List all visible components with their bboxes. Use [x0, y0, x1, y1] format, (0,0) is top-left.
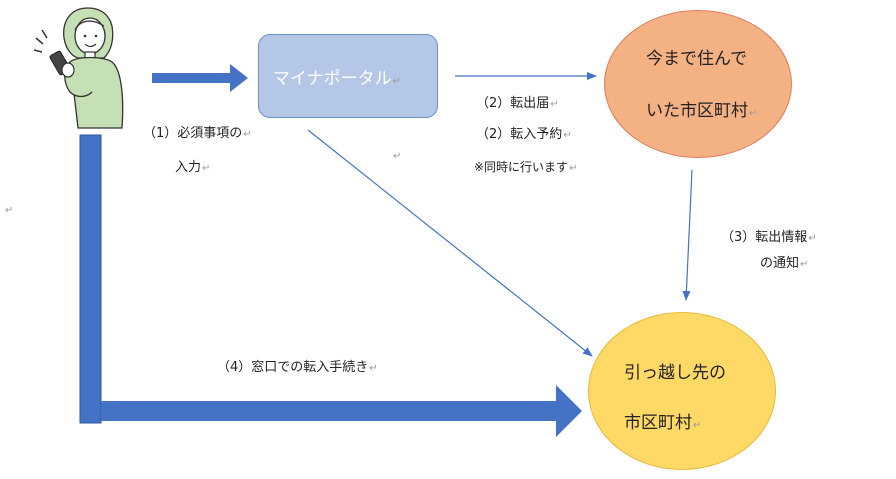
step3-text-1: （3）転出情報: [721, 230, 808, 245]
new-city-node: [588, 312, 776, 470]
return-mark: ↵: [800, 259, 809, 270]
new-city-text-1: 引っ越し先の: [624, 363, 726, 383]
arrow-prev-to-new-city: [682, 169, 693, 301]
return-mark: ↵: [369, 363, 378, 374]
arrow-portal-to-new-city: [307, 129, 593, 357]
return-mark: ↵: [243, 129, 252, 140]
return-mark: ↵: [749, 108, 758, 119]
return-mark: ↵: [202, 163, 211, 174]
step1-text-1: （1）必須事項の: [143, 126, 243, 141]
previous-city-text-1: 今まで住んで: [646, 49, 748, 69]
step2b-label: （2）転入予約↵: [476, 127, 572, 144]
previous-city-text-2: いた市区町村: [646, 101, 748, 121]
return-mark: ↵: [569, 163, 578, 174]
myna-portal-box: [258, 34, 438, 118]
return-mark: ↵: [550, 99, 559, 110]
step1-label-line2: 入力↵: [175, 160, 210, 177]
step3-label-line1: （3）転出情報↵: [721, 230, 817, 247]
step1-text-2: 入力: [175, 160, 202, 175]
previous-city-label-line2: いた市区町村↵: [646, 96, 757, 121]
step2-note: ※同時に行います↵: [474, 159, 577, 177]
return-mark: ↵: [392, 76, 402, 87]
step3-label-line2: の通知↵: [760, 256, 808, 273]
step2a-text: （2）転出届: [476, 96, 550, 111]
thick-arrow-to-portal: [152, 64, 248, 92]
new-city-text-2: 市区町村: [624, 413, 692, 433]
step4-text: （4）窓口での転入手続き: [217, 360, 369, 375]
paragraph-mark: ↵: [393, 151, 402, 162]
return-mark: ↵: [563, 130, 572, 141]
new-city-label-line2: 市区町村↵: [624, 408, 701, 433]
new-city-label-line1: 引っ越し先の: [624, 358, 726, 383]
step2b-text: （2）転入予約: [476, 127, 563, 142]
step2a-label: （2）転出届↵: [476, 96, 559, 113]
person-smartphone-icon: [33, 7, 124, 129]
paragraph-mark: ↵: [5, 205, 14, 216]
previous-city-node: [604, 10, 792, 158]
return-mark: ↵: [808, 233, 817, 244]
return-mark: ↵: [693, 420, 702, 431]
step4-label: （4）窓口での転入手続き↵: [217, 360, 378, 377]
step1-label-line1: （1）必須事項の↵: [143, 126, 252, 143]
step3-text-2: の通知: [760, 256, 800, 271]
step2-note-text: ※同時に行います: [474, 160, 569, 174]
previous-city-label-line1: 今まで住んで: [646, 44, 747, 69]
myna-portal-text: マイナポータル: [273, 69, 392, 89]
thick-arrow-to-new-city: [79, 134, 582, 437]
myna-portal-label: マイナポータル↵: [273, 64, 401, 89]
